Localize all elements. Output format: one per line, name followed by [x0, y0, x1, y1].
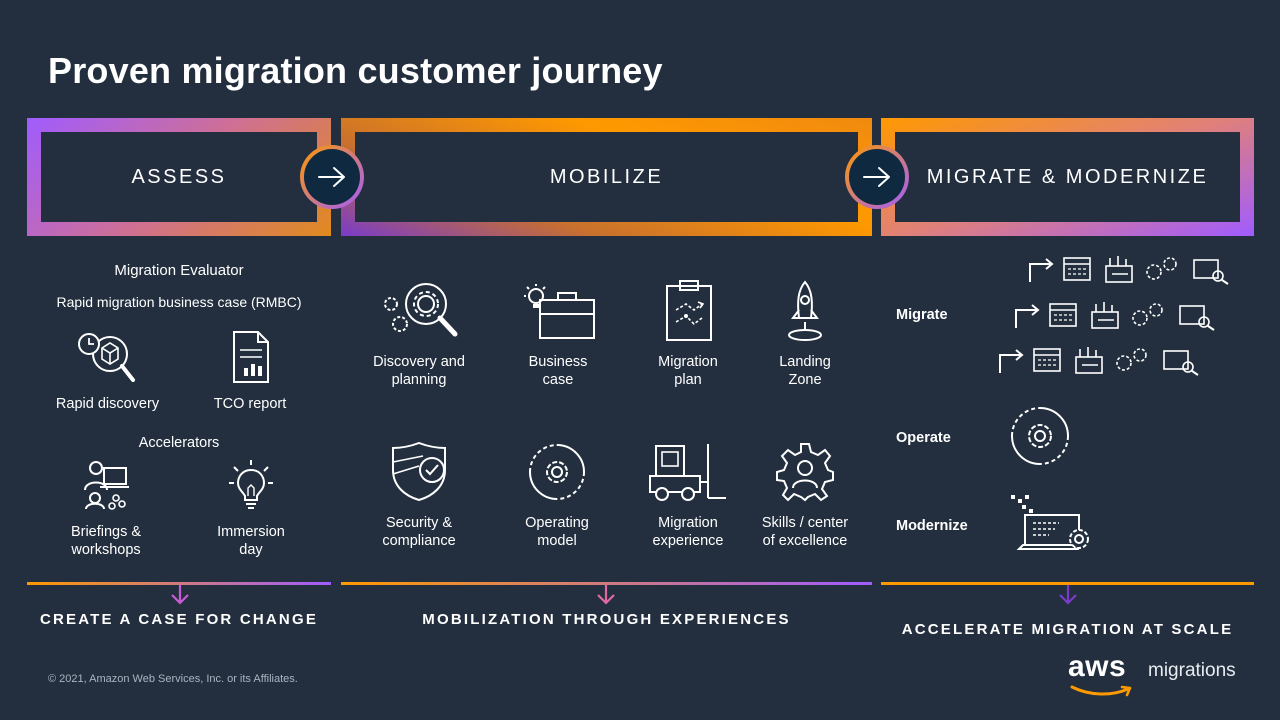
rapid-discovery-label: Rapid discovery [55, 396, 160, 412]
accelerators-label: Accelerators [138, 435, 220, 451]
arrow-circle-2 [845, 145, 909, 209]
business-case-briefcase-icon [524, 284, 595, 339]
page-title: Proven migration customer journey [48, 50, 663, 91]
phase-mobilize-label: MOBILIZE [355, 132, 858, 222]
phase-assess-label: ASSESS [41, 132, 317, 222]
tco-report-icon [233, 331, 269, 383]
rapid-discovery-icon [78, 333, 135, 382]
discovery-label-line2: planning [391, 372, 447, 388]
phase-migrate-modernize: MIGRATE & MODERNIZE [881, 118, 1254, 236]
operate-label: Operate [896, 430, 951, 446]
migrate-underline [881, 582, 1254, 585]
operating-model-cycle-gear-icon [529, 444, 585, 500]
migration-plan-label-line2: plan [674, 372, 702, 388]
security-label-line2: compliance [382, 533, 456, 549]
discovery-planning-icon [384, 283, 458, 337]
migration-plan-clipboard-icon [666, 280, 712, 341]
copyright: © 2021, Amazon Web Services, Inc. or its… [48, 673, 298, 685]
landing-zone-label-line1: Landing [779, 354, 831, 370]
down-arrow-icon [1059, 585, 1077, 605]
skills-label-line1: Skills / center [761, 515, 849, 531]
migration-plan-label-line1: Migration [658, 354, 718, 370]
aws-smile-icon [1070, 685, 1132, 697]
modernize-label: Modernize [896, 518, 968, 534]
operate-cycle-gear-icon [1011, 407, 1069, 465]
phase-mobilize: MOBILIZE [341, 118, 872, 236]
briefings-workshops-icon [84, 461, 129, 510]
migrations-logo-text: migrations [1148, 660, 1236, 681]
migrate-wave-1-icons [1029, 256, 1229, 285]
arrow-right-icon [863, 167, 890, 187]
assess-underline [27, 582, 331, 585]
migrate-wave-3-icons [999, 347, 1199, 376]
migration-experience-forklift-icon [649, 444, 726, 501]
operating-model-label-line1: Operating [525, 515, 589, 531]
briefings-label-line1: Briefings & [70, 524, 142, 540]
migrate-label: Migrate [896, 307, 948, 323]
operating-model-label-line2: model [537, 533, 577, 549]
business-case-label-line2: case [542, 372, 574, 388]
immersion-day-lightbulb-icon [229, 460, 273, 509]
discovery-label-line1: Discovery and [373, 354, 465, 370]
migrate-wave-2-icons [1015, 302, 1215, 331]
tco-report-label: TCO report [213, 396, 287, 412]
security-compliance-shield-icon [392, 442, 446, 502]
skills-excellence-gear-person-icon [776, 443, 834, 502]
modernize-laptop-gear-icon [1011, 495, 1089, 550]
tagline-assess: CREATE A CASE FOR CHANGE [39, 611, 319, 628]
immersion-label-line2: day [239, 542, 263, 558]
aws-logo-text: aws [1068, 650, 1127, 683]
business-case-label-line1: Business [528, 354, 588, 370]
phase-assess: ASSESS [27, 118, 331, 236]
tagline-migrate: ACCELERATE MIGRATION AT SCALE [901, 621, 1234, 638]
migration-experience-label-line2: experience [652, 533, 724, 549]
skills-label-line2: of excellence [762, 533, 848, 549]
migration-experience-label-line1: Migration [658, 515, 718, 531]
phase-migrate-label: MIGRATE & MODERNIZE [895, 132, 1240, 222]
security-label-line1: Security & [385, 515, 453, 531]
landing-zone-rocket-icon [788, 280, 822, 341]
migration-evaluator-label: Migration Evaluator [114, 262, 244, 279]
briefings-label-line2: workshops [71, 542, 141, 558]
arrow-circle-1 [300, 145, 364, 209]
down-arrow-icon [171, 585, 189, 605]
arrow-right-icon [318, 167, 345, 187]
tagline-mobilize: MOBILIZATION THROUGH EXPERIENCES [422, 611, 791, 628]
down-arrow-icon [597, 585, 615, 605]
mobilize-underline [341, 582, 872, 585]
aws-migrations-logo: aws migrations [1066, 650, 1236, 700]
rmbc-label: Rapid migration business case (RMBC) [56, 294, 302, 310]
immersion-label-line1: Immersion [217, 524, 285, 540]
landing-zone-label-line2: Zone [788, 372, 822, 388]
